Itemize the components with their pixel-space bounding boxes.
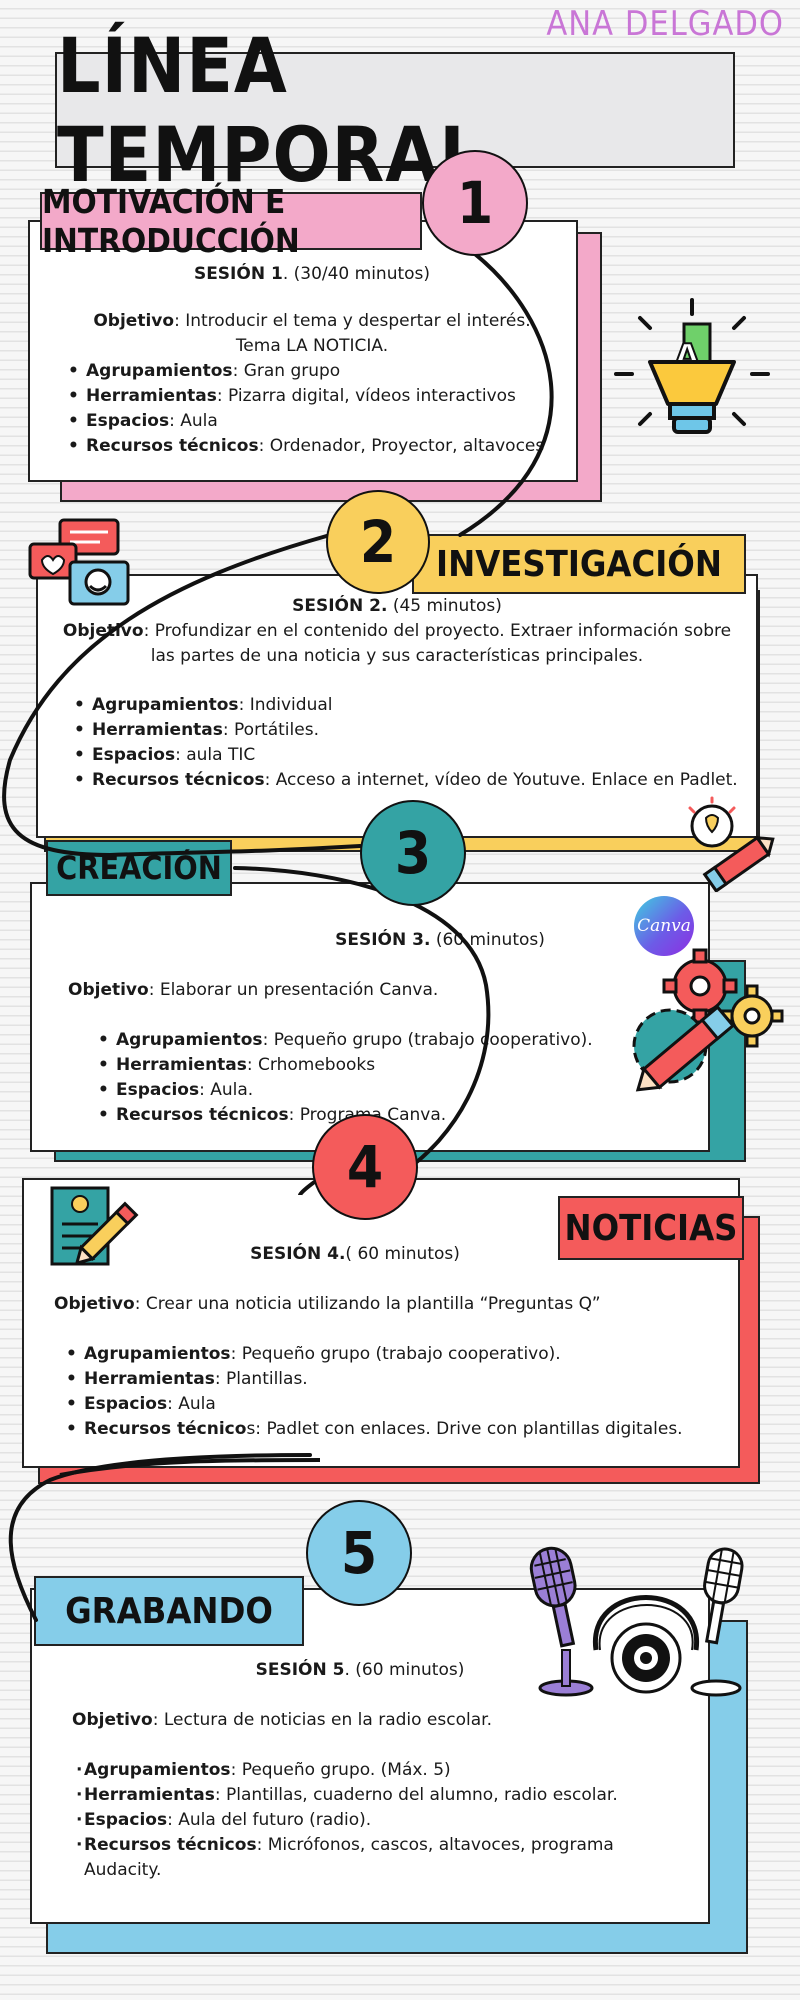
list-item: Recursos técnicos: Padlet con enlaces. D… xyxy=(62,1417,722,1442)
session-5-number: 5 xyxy=(306,1500,412,1606)
document-pencil-icon xyxy=(50,1186,139,1266)
session-2-label: INVESTIGACIÓN xyxy=(412,534,746,594)
chat-bubbles-icon xyxy=(28,518,130,606)
session-1-list: Agrupamientos: Gran grupo Herramientas: … xyxy=(64,359,560,459)
list-item: Herramientas: Plantillas. xyxy=(62,1367,722,1392)
session-2-heading: SESIÓN 2. (45 minutos) xyxy=(292,596,502,616)
canva-logo-icon: Canva xyxy=(634,896,694,956)
session-2-objective: Objetivo: Profundizar en el contenido de… xyxy=(62,621,732,666)
title-banner: LÍNEA TEMPORAL xyxy=(55,21,735,199)
list-item: Espacios: Aula xyxy=(64,409,560,434)
list-item: Herramientas: Portátiles. xyxy=(70,718,740,743)
list-item: Agrupamientos: Gran grupo xyxy=(64,359,560,384)
session-2-number: 2 xyxy=(326,490,430,594)
list-item: Agrupamientos: Pequeño grupo (trabajo co… xyxy=(94,1028,692,1053)
session-3-label: CREACIÓN xyxy=(46,840,232,896)
session-2-list: Agrupamientos: Individual Herramientas: … xyxy=(54,693,740,793)
session-1-objective: Objetivo: Introducir el tema y despertar… xyxy=(93,311,531,356)
list-item: Agrupamientos: Pequeño grupo (trabajo co… xyxy=(62,1342,722,1367)
microphones-headphones-icon xyxy=(529,1546,744,1697)
lightbulb-icon: A xyxy=(614,298,770,434)
session-5-label: GRABANDO xyxy=(34,1576,304,1646)
list-item: Recursos técnicos: Micrófonos, cascos, a… xyxy=(72,1833,692,1883)
session-1-heading: SESIÓN 1. (30/40 minutos) xyxy=(193,264,431,284)
list-item: Espacios: Aula del futuro (radio). xyxy=(72,1808,692,1833)
list-item: Agrupamientos: Pequeño grupo. (Máx. 5) xyxy=(72,1758,692,1783)
session-2-card: SESIÓN 2. (45 minutos) Objetivo: Profund… xyxy=(36,574,758,838)
list-item: Agrupamientos: Individual xyxy=(70,693,740,718)
session-1-number: 1 xyxy=(422,150,528,256)
page-title: LÍNEA TEMPORAL xyxy=(57,21,484,199)
gear-pencil-icon xyxy=(632,948,784,1092)
list-item: Recursos técnicos: Acceso a internet, ví… xyxy=(70,768,740,793)
idea-pencil-icon xyxy=(688,796,775,892)
session-3-number: 3 xyxy=(360,800,466,906)
session-3-list: Agrupamientos: Pequeño grupo (trabajo co… xyxy=(68,1028,692,1128)
list-item: Herramientas: Plantillas, cuaderno del a… xyxy=(72,1783,692,1808)
list-item: Espacios: Aula. xyxy=(94,1078,692,1103)
list-item: Herramientas: Crhomebooks xyxy=(94,1053,692,1078)
session-3-heading: SESIÓN 3. (60 minutos) xyxy=(335,930,545,950)
session-1-label: MOTIVACIÓN E INTRODUCCIÓN xyxy=(40,182,422,260)
session-4-objective: Objetivo: Crear una noticia utilizando l… xyxy=(54,1294,601,1314)
session-4-number: 4 xyxy=(312,1114,418,1220)
list-item: Espacios: Aula xyxy=(62,1392,722,1417)
session-4-label: NOTICIAS xyxy=(558,1196,744,1260)
session-3-card: SESIÓN 3. (60 minutos) Objetivo: Elabora… xyxy=(30,882,710,1152)
list-item: Espacios: aula TIC xyxy=(70,743,740,768)
session-3-objective: Objetivo: Elaborar un presentación Canva… xyxy=(68,980,439,1000)
session-5-heading: SESIÓN 5. (60 minutos) xyxy=(255,1660,465,1680)
session-5-list: Agrupamientos: Pequeño grupo. (Máx. 5) H… xyxy=(72,1758,692,1883)
list-item: Recursos técnicos: Ordenador, Proyector,… xyxy=(64,434,560,459)
author-name: ANA DELGADO xyxy=(546,4,784,44)
session-4-heading: SESIÓN 4.( 60 minutos) xyxy=(250,1244,460,1264)
list-item: Herramientas: Pizarra digital, vídeos in… xyxy=(64,384,560,409)
session-5-objective: Objetivo: Lectura de noticias en la radi… xyxy=(72,1710,492,1730)
session-4-list: Agrupamientos: Pequeño grupo (trabajo co… xyxy=(38,1342,722,1442)
